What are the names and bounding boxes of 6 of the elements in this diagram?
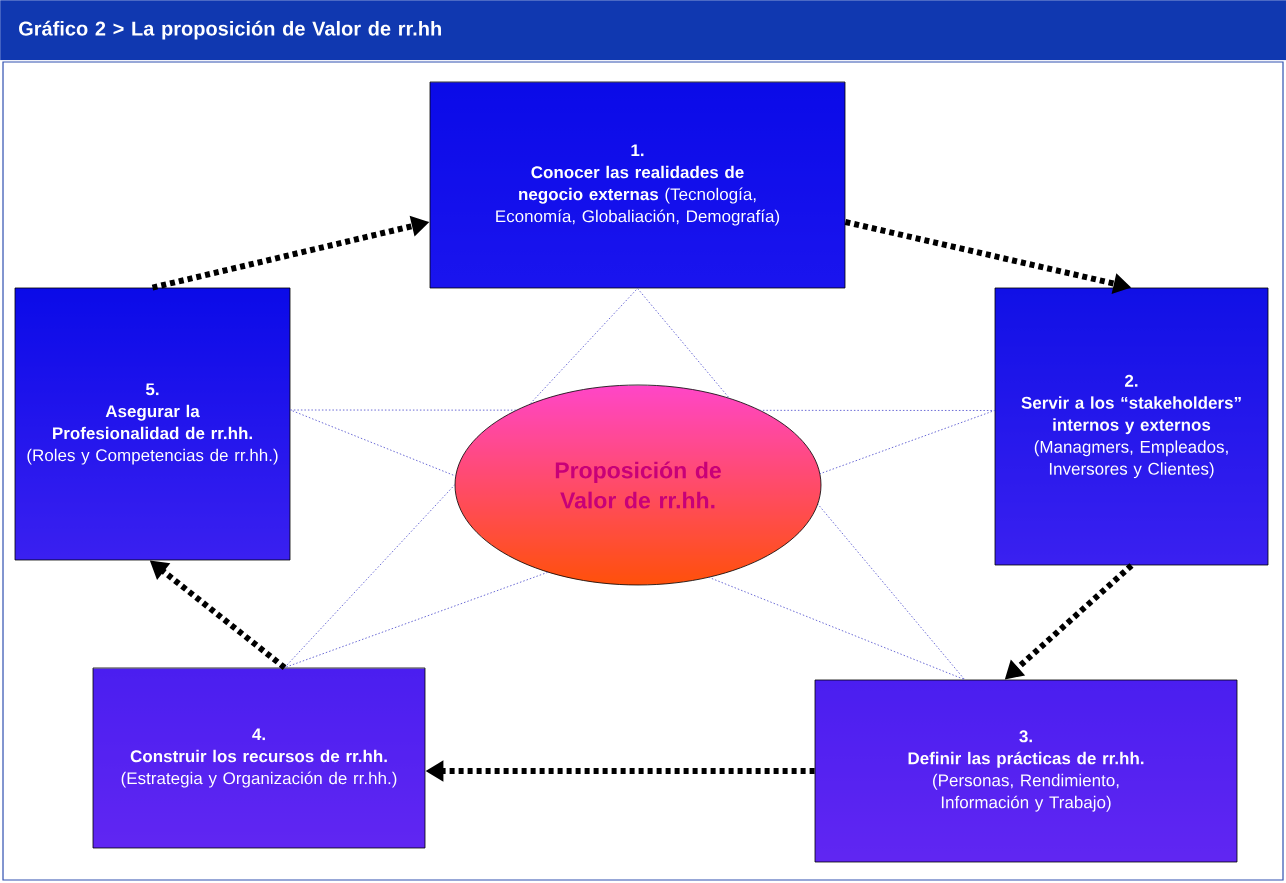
step-box: 2. Servir a los “stakeholders” internos y externos (Managmers, Empleados, Inversores y Clientes) [994, 287, 1269, 566]
step-box: 5. Asegurar la Profesionalidad de rr.hh. (Roles y Competencias de rr.hh.) [14, 287, 291, 561]
step-box: 4. Construir los recursos de rr.hh. (Estrategia y Organización de rr.hh.) [92, 667, 426, 849]
step-box: 3. Definir las prácticas de rr.hh. (Personas, Rendimiento, Información y Trabajo) [814, 679, 1238, 863]
step-box: 1. Conocer las realidades de negocio externas (Tecnología, Economía, Globaliación, Demografía) [429, 81, 846, 289]
header-band: Gráfico 2 > La proposición de Valor de rr.hh [0, 0, 1286, 61]
